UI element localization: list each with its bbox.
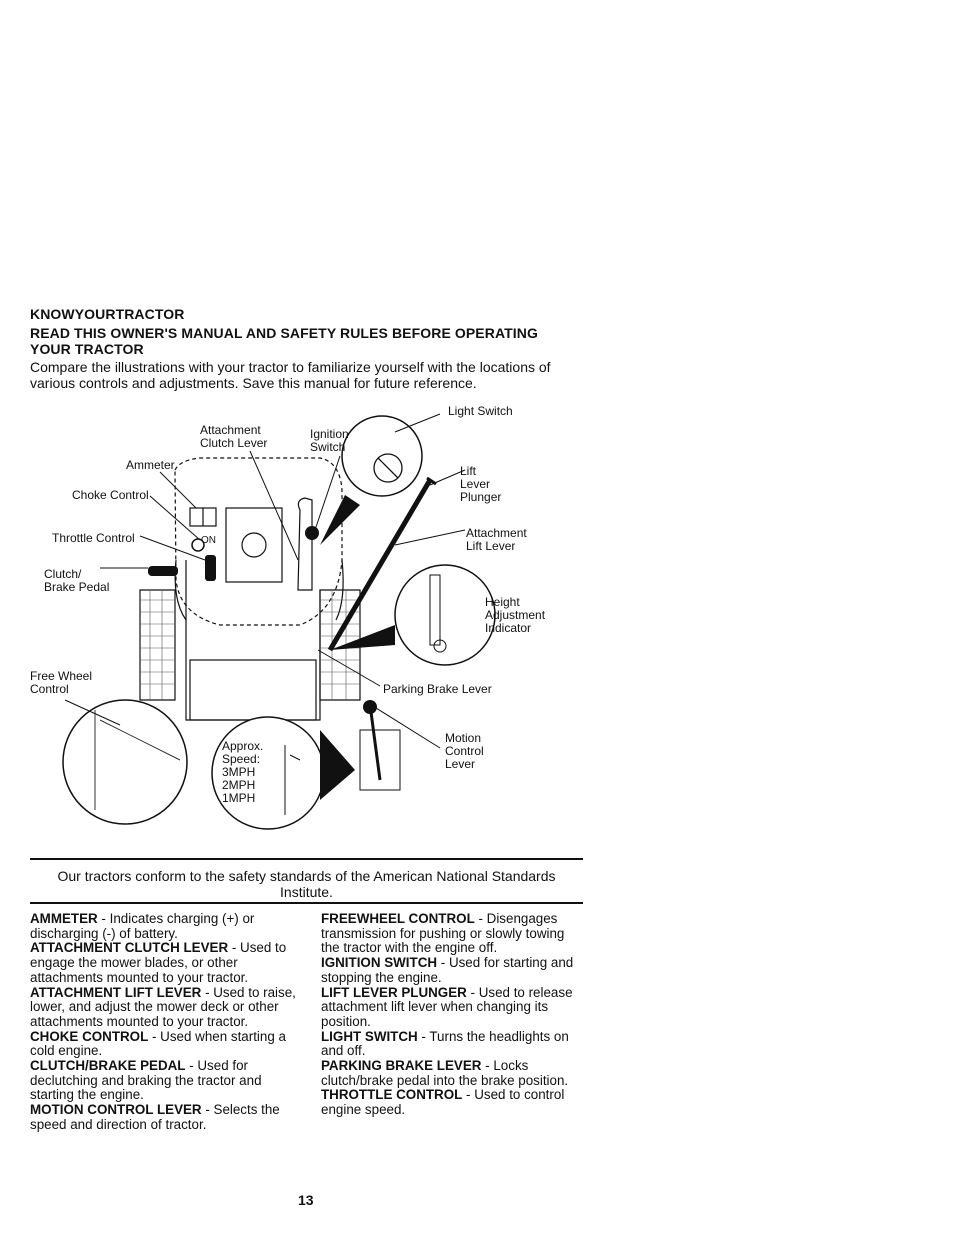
label-free-wheel-2: Control xyxy=(30,682,69,696)
definition-throttle-control: THROTTLE CONTROL - Used to control engin… xyxy=(321,1087,565,1118)
label-ignition-1: Ignition xyxy=(310,427,349,441)
label-height-2: Adjustment xyxy=(485,608,546,622)
page-number: 13 xyxy=(298,1192,314,1208)
rule-top xyxy=(30,858,583,860)
label-1mph: 1MPH xyxy=(222,791,256,805)
label-height-3: Indicator xyxy=(485,621,532,635)
intro-line-1: Compare the illustrations with your trac… xyxy=(30,359,551,375)
subheading-line-2: YOUR TRACTOR xyxy=(30,341,144,357)
label-on: ON xyxy=(201,535,216,546)
label-lift-3: Plunger xyxy=(460,490,502,504)
definitions-left-column: AMMETER - Indicates charging (+) or disc… xyxy=(30,911,300,1133)
definition-motion-control-lever: MOTION CONTROL LEVER - Selects the speed… xyxy=(30,1102,280,1132)
label-ignition-2: Switch xyxy=(310,440,346,454)
label-att-lift-1: Attachment xyxy=(466,526,527,540)
definition-attachment-clutch-lever: ATTACHMENT CLUTCH LEVER - Used to engage… xyxy=(30,940,287,985)
definition-attachment-lift-lever: ATTACHMENT LIFT LEVER - Used to raise, l… xyxy=(30,984,296,1029)
intro-line-2: various controls and adjustments. Save t… xyxy=(30,375,477,391)
standards-line-2: Institute. xyxy=(280,884,333,900)
label-approx: Approx. xyxy=(222,739,264,753)
label-2mph: 2MPH xyxy=(222,778,256,792)
label-free-wheel-1: Free Wheel xyxy=(30,669,93,683)
label-ammeter: Ammeter xyxy=(126,458,175,472)
label-lift-1: Lift xyxy=(460,464,477,478)
definition-ammeter: AMMETER - Indicates charging (+) or disc… xyxy=(30,911,255,941)
label-clutch-2: Brake Pedal xyxy=(44,580,110,594)
definition-light-switch: LIGHT SWITCH - Turns the headlights on a… xyxy=(321,1028,569,1059)
label-motion-3: Lever xyxy=(445,757,476,771)
definition-parking-brake-lever: PARKING BRAKE LEVER - Locks clutch/brake… xyxy=(321,1058,569,1088)
definition-ignition-switch: IGNITION SWITCH - Used for starting and … xyxy=(321,955,574,985)
label-motion-1: Motion xyxy=(445,731,482,745)
definitions-right-column: FREEWHEEL CONTROL - Disengages transmiss… xyxy=(321,911,586,1118)
label-attachment-clutch-1: Attachment xyxy=(200,423,261,437)
label-choke-control: Choke Control xyxy=(72,488,149,502)
definition-lift-lever-plunger: LIFT LEVER PLUNGER - Used to release att… xyxy=(321,984,573,1029)
label-speed: Speed: xyxy=(222,752,261,766)
definition-freewheel-control: FREEWHEEL CONTROL - Disengages transmiss… xyxy=(321,911,565,956)
label-motion-2: Control xyxy=(445,744,484,758)
label-height-1: Height xyxy=(485,595,520,609)
label-att-lift-2: Lift Lever xyxy=(466,539,516,553)
label-attachment-clutch-2: Clutch Lever xyxy=(200,436,268,450)
label-lift-2: Lever xyxy=(460,477,491,491)
label-light-switch: Light Switch xyxy=(448,404,513,418)
definition-choke-control: CHOKE CONTROL - Used when starting a col… xyxy=(30,1028,286,1059)
definition-clutch-brake-pedal: CLUTCH/BRAKE PEDAL - Used for declutchin… xyxy=(30,1058,262,1103)
label-3mph: 3MPH xyxy=(222,765,256,779)
label-throttle-control: Throttle Control xyxy=(52,531,135,545)
subheading-line-1: READ THIS OWNER'S MANUAL AND SAFETY RULE… xyxy=(30,325,538,341)
label-parking-brake: Parking Brake Lever xyxy=(383,682,492,696)
label-clutch-1: Clutch/ xyxy=(44,567,82,581)
standards-line-1: Our tractors conform to the safety stand… xyxy=(57,868,556,884)
rule-bottom xyxy=(30,902,583,904)
section-heading: KNOWYOURTRACTOR xyxy=(30,306,185,322)
